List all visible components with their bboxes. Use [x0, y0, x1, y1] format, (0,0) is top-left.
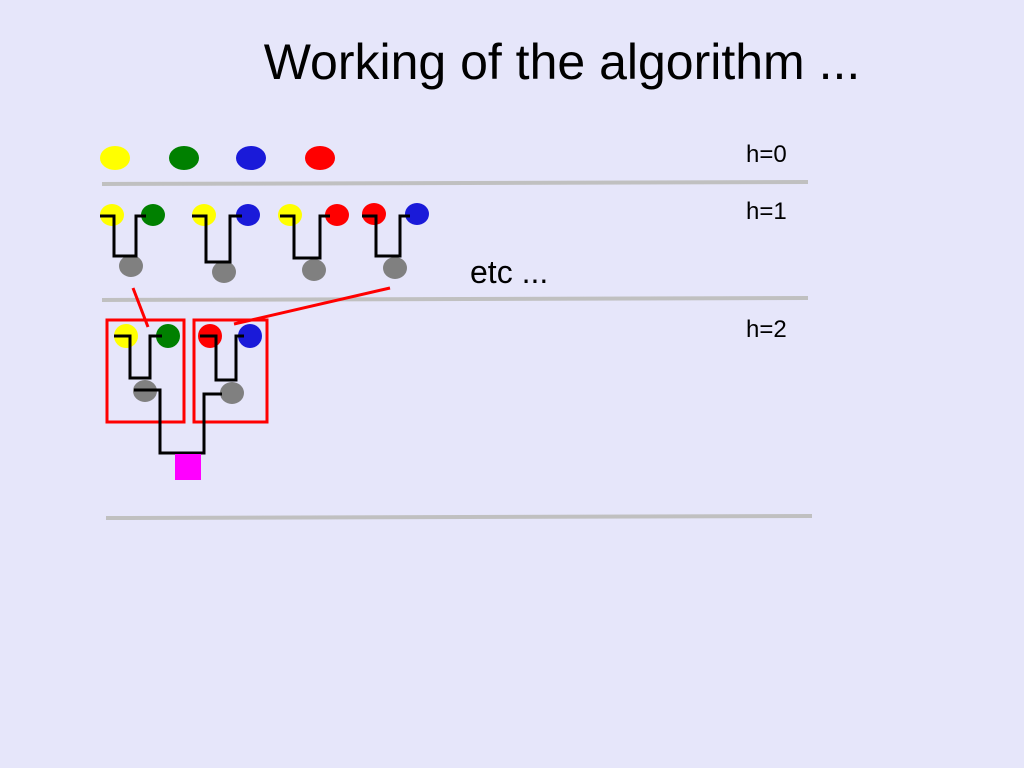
level-label-h2: h=2	[746, 316, 787, 343]
separator-line-2	[101, 296, 809, 302]
separator-line-1	[101, 180, 809, 186]
group-box-h2-2	[192, 318, 269, 424]
level-label-h0: h=0	[746, 141, 787, 168]
node-h1-d-right	[405, 203, 429, 225]
etc-note: etc ...	[470, 254, 549, 290]
connector-pair-d-to-group-2	[233, 286, 391, 326]
node-h0-yellow	[100, 146, 130, 170]
node-h0-blue	[236, 146, 266, 170]
node-h1-c-right	[325, 204, 349, 226]
level-label-h1: h=1	[746, 198, 787, 225]
node-h1-b-merged	[212, 261, 236, 283]
separator-line-3	[105, 514, 813, 520]
node-h0-red	[305, 146, 335, 170]
node-h2-2-merged	[220, 382, 244, 404]
node-h1-b-right	[236, 204, 260, 226]
bracket-h1-a	[100, 214, 146, 258]
node-h1-a-right	[141, 204, 165, 226]
group-box-h2-1	[105, 318, 186, 424]
bracket-h2-2	[200, 334, 244, 382]
node-h2-2-right	[238, 324, 262, 348]
bracket-h1-d	[362, 214, 410, 258]
node-h0-green	[169, 146, 199, 170]
node-h1-d-merged	[383, 257, 407, 279]
node-h2-1-right	[156, 324, 180, 348]
node-h1-a-merged	[119, 255, 143, 277]
bracket-h1-b	[192, 214, 242, 264]
bracket-h1-c	[280, 214, 330, 260]
slide-title: Working of the algorithm ...	[263, 34, 861, 90]
bracket-h2-1	[114, 334, 162, 380]
bracket-h2-merge	[134, 388, 222, 455]
root-node	[175, 454, 201, 480]
node-h1-c-merged	[302, 259, 326, 281]
node-h1-d-left	[362, 203, 386, 225]
